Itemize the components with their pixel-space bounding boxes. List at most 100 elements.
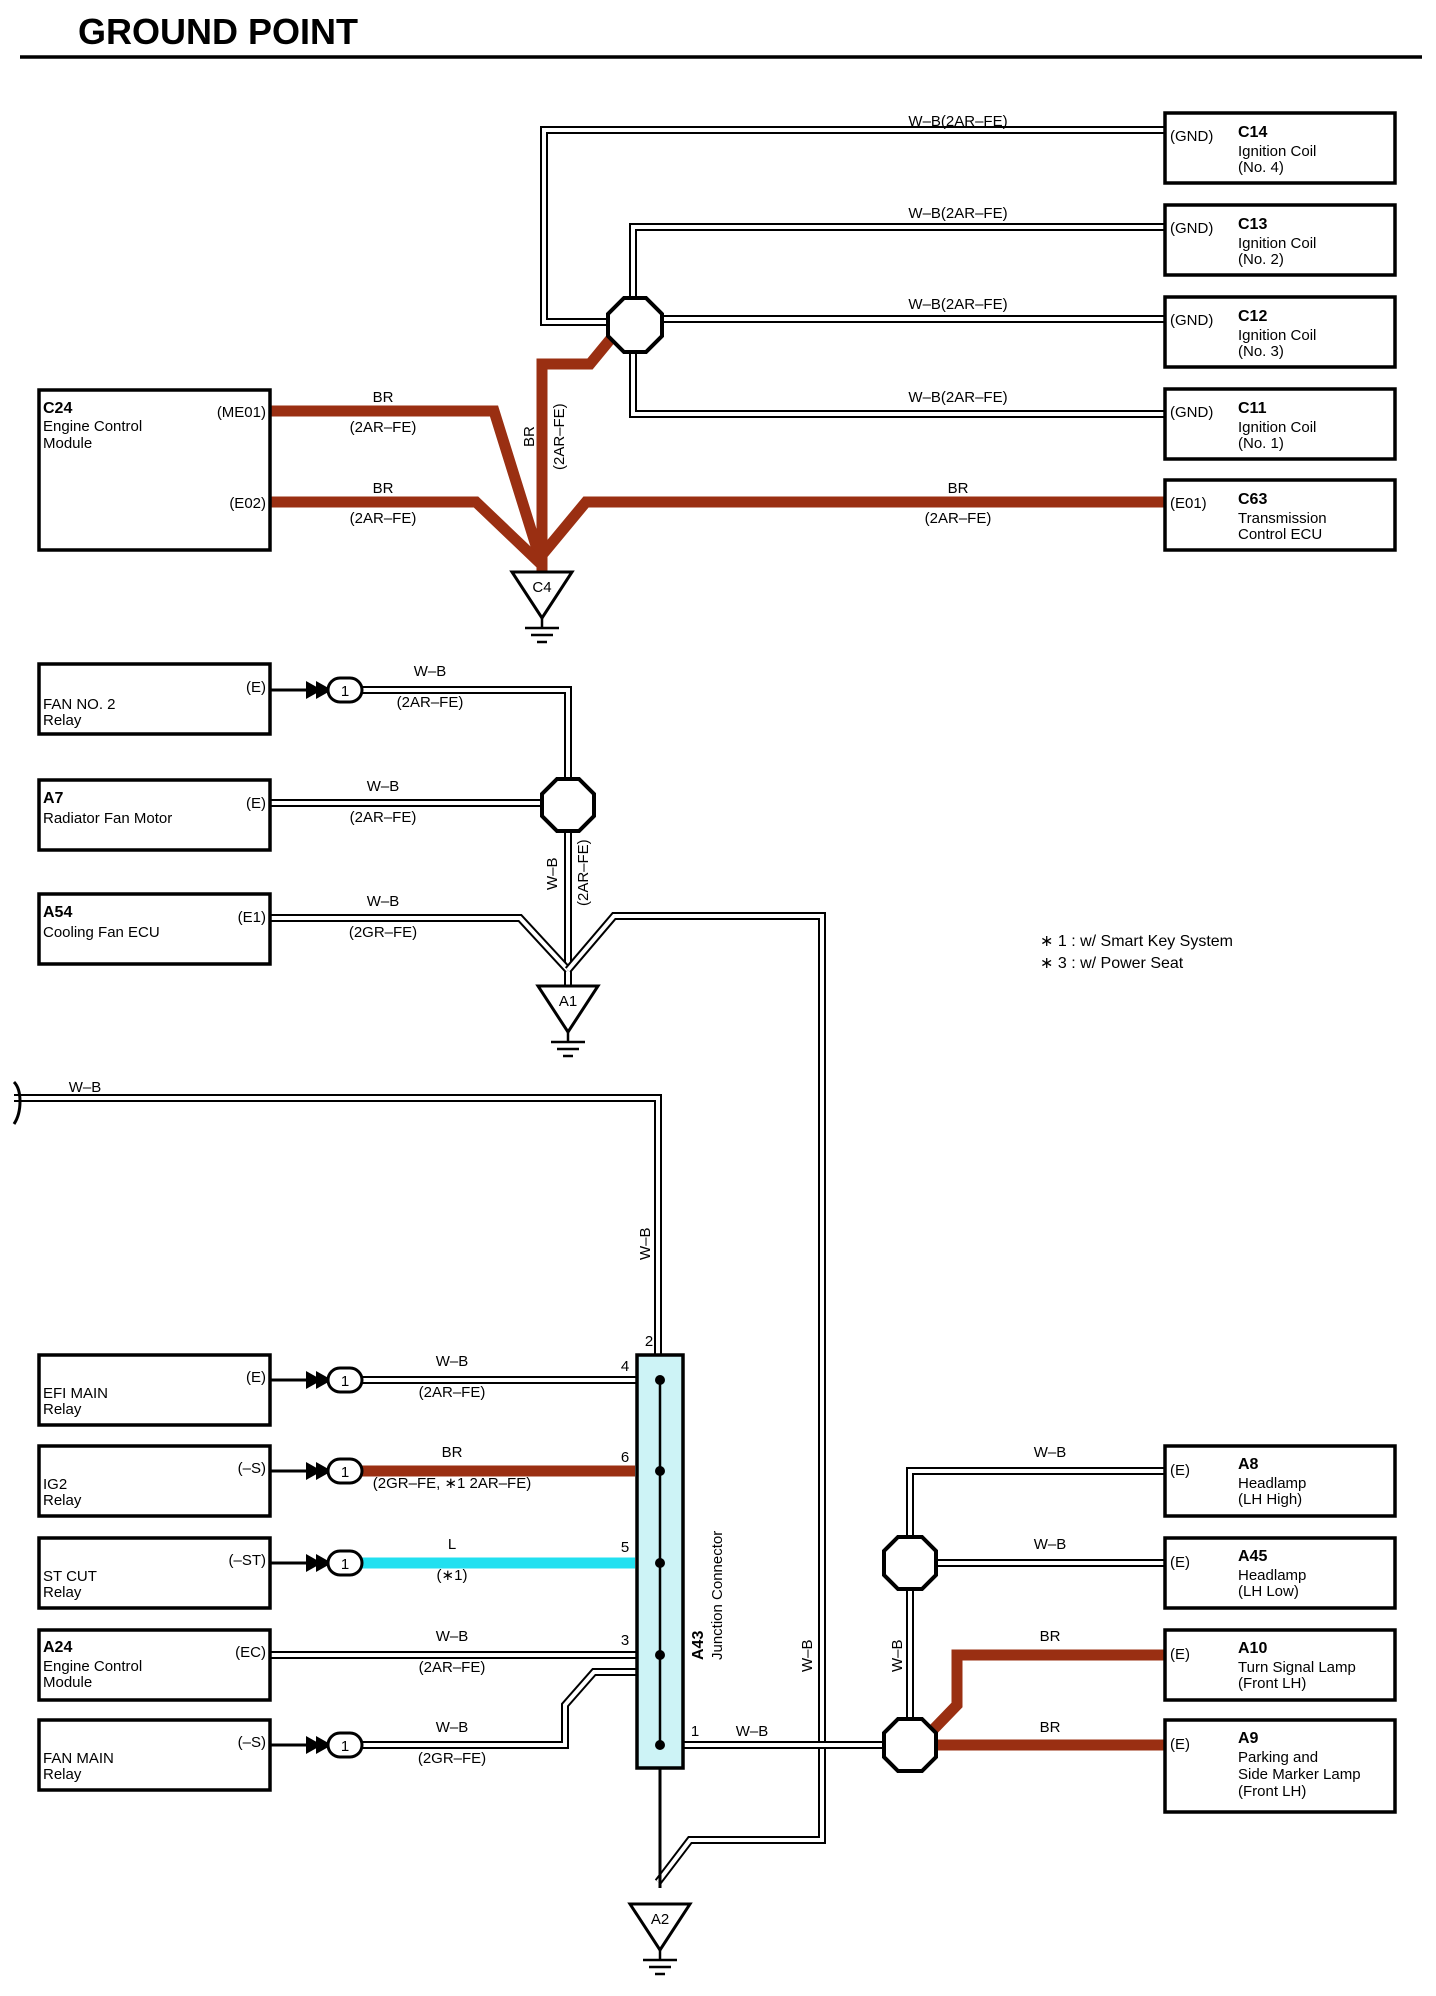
wire-label-a8: W–B — [1034, 1444, 1067, 1461]
svg-text:(E): (E) — [246, 795, 266, 812]
splice-point-headlamp-lower — [882, 1717, 938, 1773]
component-a8: (E) A8 Headlamp (LH High) — [1163, 1444, 1397, 1518]
component-efi: EFI MAIN Relay (E) — [37, 1353, 272, 1427]
ignition-coil-wires — [540, 126, 1165, 418]
component-c63: (E01) C63 Transmission Control ECU — [1163, 478, 1397, 552]
svg-text:1: 1 — [341, 1738, 349, 1755]
svg-text:(No. 3): (No. 3) — [1238, 343, 1284, 360]
wire-label-a1-variant: (2AR–FE) — [575, 839, 592, 906]
junction-pin-3: 3 — [621, 1632, 629, 1649]
bottom-left-wires — [12, 1080, 890, 1749]
connector-fanmain: 1 — [270, 1731, 364, 1759]
wire-label-efi-variant: (2AR–FE) — [419, 1384, 486, 1401]
wire-label-fanmain-variant: (2GR–FE) — [418, 1750, 486, 1767]
svg-text:Junction Connector: Junction Connector — [709, 1531, 726, 1660]
svg-text:A10: A10 — [1238, 1640, 1267, 1657]
note-1: ∗ 1 : w/ Smart Key System — [1040, 933, 1233, 950]
svg-text:Relay: Relay — [43, 1766, 82, 1783]
svg-text:Relay: Relay — [43, 712, 82, 729]
junction-pin-6: 6 — [621, 1449, 629, 1466]
svg-text:A8: A8 — [1238, 1456, 1259, 1473]
component-c11: (GND) C11 Ignition Coil (No. 1) — [1163, 387, 1397, 461]
svg-text:Engine Control: Engine Control — [43, 418, 142, 435]
svg-text:(E): (E) — [246, 679, 266, 696]
splice-point-fan — [540, 777, 596, 833]
ground-a1-label: A1 — [559, 993, 577, 1010]
ground-c4-label: C4 — [532, 579, 551, 596]
svg-text:FAN MAIN: FAN MAIN — [43, 1750, 114, 1767]
svg-text:(–S): (–S) — [238, 1734, 266, 1751]
br-ground-wires — [270, 326, 1165, 575]
svg-text:(E1): (E1) — [238, 909, 266, 926]
svg-text:C24: C24 — [43, 400, 72, 417]
svg-text:Ignition Coil: Ignition Coil — [1238, 143, 1316, 160]
component-ig2: IG2 Relay (–S) — [37, 1444, 272, 1518]
ground-a2-label: A2 — [651, 1911, 669, 1928]
note-3: ∗ 3 : w/ Power Seat — [1040, 955, 1184, 972]
wire-label-a7-variant: (2AR–FE) — [350, 809, 417, 826]
component-fan2: FAN NO. 2 Relay (E) — [37, 662, 272, 736]
svg-text:(–S): (–S) — [238, 1460, 266, 1477]
headlamp-wires — [906, 1467, 1165, 1720]
wire-label-c12: W–B(2AR–FE) — [908, 296, 1007, 313]
junction-pin-4: 4 — [621, 1358, 629, 1375]
svg-text:(No. 1): (No. 1) — [1238, 435, 1284, 452]
component-a10: (E) A10 Turn Signal Lamp (Front LH) — [1163, 1628, 1397, 1702]
wire-label-e01-variant: (2AR–FE) — [925, 510, 992, 527]
svg-text:C11: C11 — [1238, 400, 1267, 417]
connector-stcut: 1 — [270, 1549, 364, 1577]
svg-text:Engine Control: Engine Control — [43, 1658, 142, 1675]
wire-label-stcut: L — [448, 1536, 456, 1553]
component-a7: A7 Radiator Fan Motor (E) — [37, 778, 272, 852]
svg-text:C13: C13 — [1238, 216, 1267, 233]
wire-label-c11: W–B(2AR–FE) — [908, 389, 1007, 406]
svg-text:Headlamp: Headlamp — [1238, 1475, 1306, 1492]
wire-label-long-wb: W–B — [69, 1079, 102, 1096]
svg-text:A43: A43 — [690, 1631, 707, 1660]
svg-text:FAN NO. 2: FAN NO. 2 — [43, 696, 116, 713]
svg-text:(E): (E) — [1170, 1462, 1190, 1479]
wire-label-e02-br: BR — [373, 480, 394, 497]
svg-text:ST CUT: ST CUT — [43, 1568, 97, 1585]
svg-text:(No. 4): (No. 4) — [1238, 159, 1284, 176]
svg-text:A7: A7 — [43, 790, 64, 807]
wire-label-a24: W–B — [436, 1628, 469, 1645]
svg-text:(LH High): (LH High) — [1238, 1491, 1302, 1508]
component-stcut: ST CUT Relay (–ST) — [37, 1536, 272, 1610]
page-title: GROUND POINT — [78, 11, 358, 52]
wire-label-a9: BR — [1040, 1719, 1061, 1736]
wire-label-a54-variant: (2GR–FE) — [349, 924, 417, 941]
component-a54: A54 Cooling Fan ECU (E1) — [37, 892, 272, 966]
wire-label-vertical-variant: (2AR–FE) — [551, 403, 568, 470]
svg-text:(E02): (E02) — [229, 495, 266, 512]
svg-text:(EC): (EC) — [235, 1644, 266, 1661]
wire-label-me01-variant: (2AR–FE) — [350, 419, 417, 436]
svg-text:(Front LH): (Front LH) — [1238, 1675, 1306, 1692]
svg-text:C14: C14 — [1238, 124, 1267, 141]
connector-efi: 1 — [270, 1366, 364, 1394]
wire-label-pin2-vertical: W–B — [637, 1227, 654, 1260]
svg-text:Turn Signal Lamp: Turn Signal Lamp — [1238, 1659, 1356, 1676]
svg-text:(GND): (GND) — [1170, 220, 1213, 237]
svg-text:Relay: Relay — [43, 1492, 82, 1509]
splice-point-top — [606, 296, 664, 354]
svg-text:(LH Low): (LH Low) — [1238, 1583, 1299, 1600]
wire-label-a1-vertical: W–B — [544, 857, 561, 890]
svg-text:Transmission: Transmission — [1238, 510, 1327, 527]
wire-label-efi: W–B — [436, 1353, 469, 1370]
wire-label-a54: W–B — [367, 893, 400, 910]
component-a45: (E) A45 Headlamp (LH Low) — [1163, 1536, 1397, 1610]
svg-text:(Front LH): (Front LH) — [1238, 1783, 1306, 1800]
junction-pin-1: 1 — [691, 1723, 699, 1740]
svg-text:(E): (E) — [1170, 1736, 1190, 1753]
svg-text:Cooling Fan ECU: Cooling Fan ECU — [43, 924, 160, 941]
component-c12: (GND) C12 Ignition Coil (No. 3) — [1163, 295, 1397, 369]
wire-label-ig2-variant: (2GR–FE, ∗1 2AR–FE) — [373, 1475, 531, 1492]
connector-ig2: 1 — [270, 1457, 364, 1485]
wire-label-stcut-variant: (∗1) — [437, 1567, 468, 1584]
svg-text:A45: A45 — [1238, 1548, 1267, 1565]
svg-text:A54: A54 — [43, 904, 72, 921]
component-c14: (GND) C14 Ignition Coil (No. 4) — [1163, 111, 1397, 185]
svg-text:1: 1 — [341, 1464, 349, 1481]
